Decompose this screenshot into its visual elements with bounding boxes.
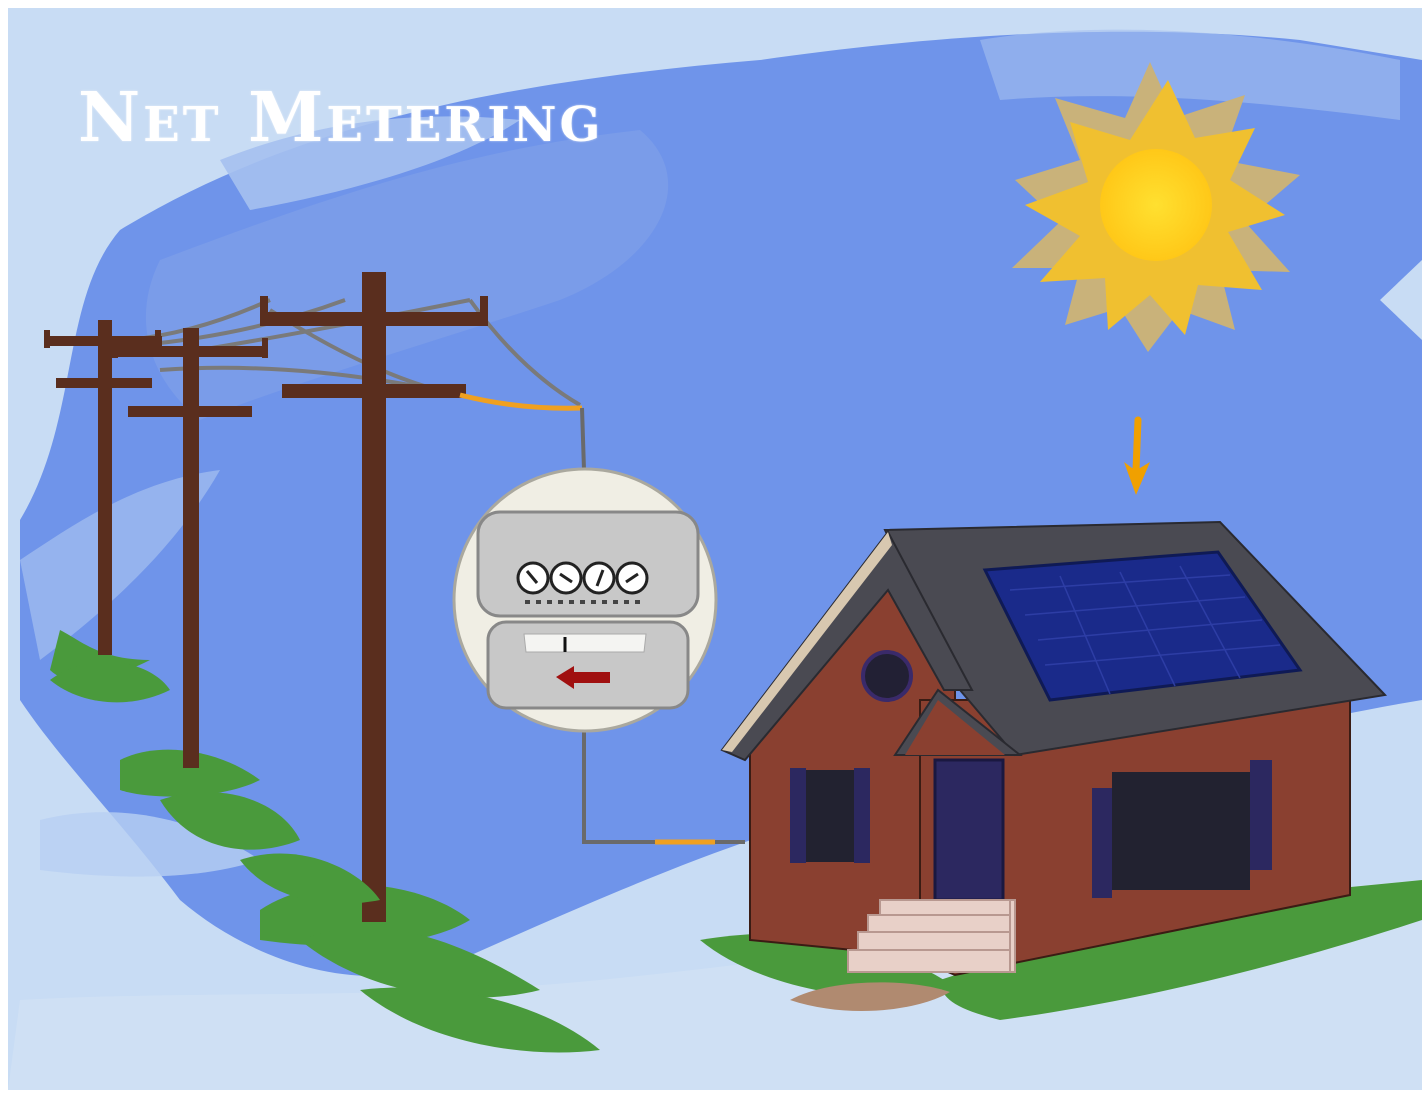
meter-disc-window	[523, 633, 647, 653]
meter-reverse-arrow	[556, 666, 610, 689]
electric-meter	[452, 467, 718, 733]
attic-window	[861, 650, 913, 702]
utility-poles	[44, 272, 488, 946]
right-window	[1092, 760, 1272, 898]
diagram-title: Net Metering	[78, 78, 604, 158]
service-wire	[459, 392, 745, 845]
dirt-path	[790, 982, 950, 1012]
utility-pole-2	[112, 328, 268, 797]
left-window	[790, 768, 870, 863]
house	[720, 520, 1388, 1012]
sunlight-arrow	[1124, 416, 1150, 495]
meter-dial-panel	[476, 510, 700, 618]
front-steps	[847, 899, 1016, 973]
grass-patches	[50, 661, 1422, 1053]
sun	[1012, 62, 1300, 352]
front-door	[933, 758, 1005, 902]
sun-core	[1100, 149, 1212, 261]
meter-dials	[516, 561, 649, 604]
solar-panel	[982, 550, 1303, 702]
